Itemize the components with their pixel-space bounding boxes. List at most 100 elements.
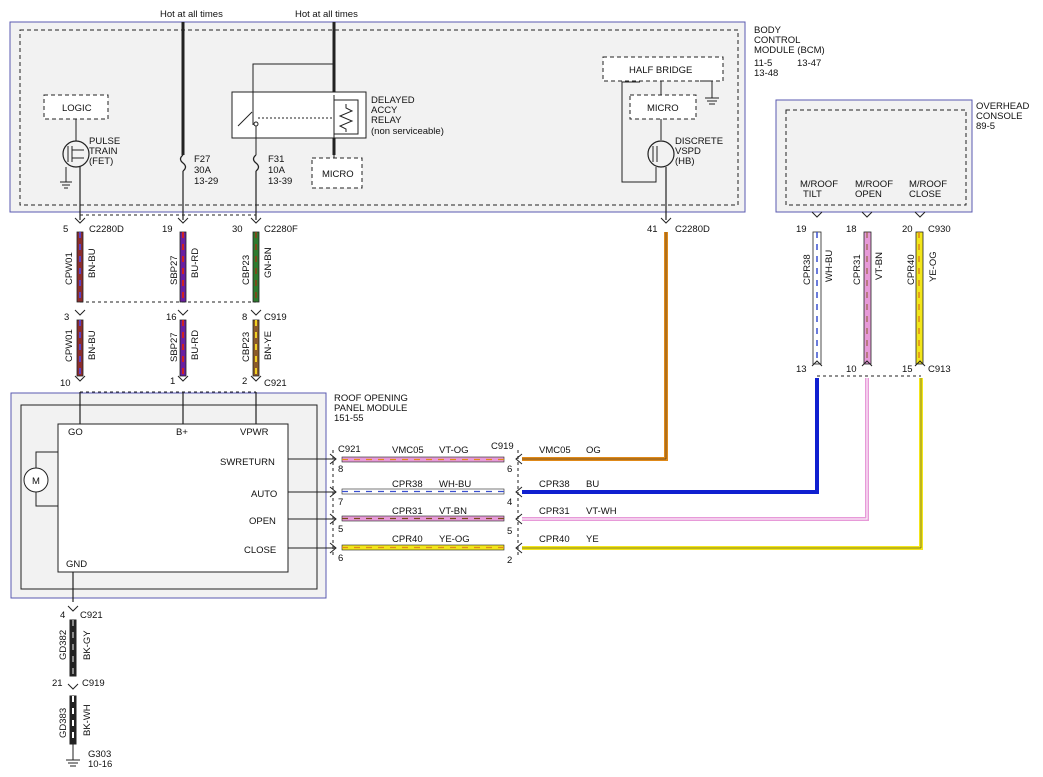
fuse-f27	[179, 154, 187, 172]
conn-c2280d-b: C2280D	[675, 224, 710, 235]
roof-module-inner	[20, 404, 318, 590]
wire-over-3-circuit: CPR40	[906, 254, 917, 285]
wire-segment-middle	[76, 319, 260, 377]
relay-label-2: ACCY	[371, 105, 398, 116]
h3-color-left: VT-BN	[439, 506, 467, 517]
f31-name: F31	[268, 154, 284, 165]
logic-label: LOGIC	[62, 103, 92, 114]
overhead-label-1: OVERHEAD	[976, 101, 1029, 112]
connector-row-bcm	[74, 211, 926, 224]
roof-label-1: ROOF OPENING	[334, 393, 408, 404]
module-connector-arrows	[288, 450, 523, 558]
conn-c921-c: C921	[338, 444, 361, 455]
discrete-label-1: DISCRETE	[675, 136, 723, 147]
wire-over-3-color: YE-OG	[928, 251, 939, 282]
h4-color-left: YE-OG	[439, 534, 470, 545]
gnd-wire-1-circuit: GD382	[58, 630, 69, 660]
overhead-inner-dash	[785, 109, 967, 206]
gnd-wire-2-color: BK-WH	[82, 704, 93, 736]
pin-gnd: GND	[66, 559, 87, 570]
pin-41: 41	[647, 224, 658, 235]
bcm-label-2: CONTROL	[754, 35, 800, 46]
h3-color-right: VT-WH	[586, 506, 617, 517]
roof-module-logic	[57, 423, 289, 573]
pin-g21: 21	[52, 678, 63, 689]
conn-c919-gnd: C919	[82, 678, 105, 689]
conn-c921-b: C921	[264, 378, 287, 389]
pin-s5: 5	[507, 526, 512, 537]
pin-1: 1	[170, 376, 175, 387]
relay-switch	[237, 111, 253, 127]
bcm-label-3: MODULE (BCM)	[754, 45, 825, 56]
pin-20: 20	[902, 224, 913, 235]
micro2-label: MICRO	[647, 103, 679, 114]
relay-feed	[252, 63, 334, 125]
wire-over-2-circuit: CPR31	[852, 254, 863, 285]
pin-bplus: B+	[176, 427, 188, 438]
wire-mid-3-color: BN-YE	[263, 331, 274, 360]
wire-segment-overhead	[811, 231, 926, 377]
logic-box	[43, 94, 109, 120]
connector-row-c919	[74, 309, 262, 316]
moroof-tilt-2: TILT	[803, 189, 822, 200]
bcm-ref-3: 13-48	[754, 68, 778, 79]
pin-10: 10	[60, 378, 71, 389]
h2-circuit-left: CPR38	[392, 479, 423, 490]
half-bridge-gnd-lead	[700, 80, 713, 98]
pin-go: GO	[68, 427, 83, 438]
conn-c2280d-a: C2280D	[89, 224, 124, 235]
wire-top-2-circuit: SBP27	[169, 255, 180, 285]
pulse-label-2: TRAIN	[89, 146, 118, 157]
pulse-label-1: PULSE	[89, 136, 120, 147]
wire-top-3-color: GN-BN	[263, 247, 274, 278]
pin-s4: 4	[507, 497, 512, 508]
bcm-inner-dash	[19, 29, 739, 206]
pin-s6: 6	[507, 464, 512, 475]
relay-label-4: (non serviceable)	[371, 126, 444, 137]
h4-circuit-left: CPR40	[392, 534, 423, 545]
overhead-box	[775, 99, 973, 213]
wire-mid-3-circuit: CBP23	[241, 332, 252, 362]
moroof-close-1: M/ROOF	[909, 179, 947, 190]
motor-label: M	[32, 476, 40, 487]
conn-c913: C913	[928, 364, 951, 375]
connector-row-c921-top	[74, 375, 262, 393]
fuse-f31	[252, 154, 260, 172]
h4-color-right: YE	[586, 534, 599, 545]
moroof-close-2: CLOSE	[909, 189, 941, 200]
micro1-label: MICRO	[322, 169, 354, 180]
discrete-fet-symbol	[647, 140, 675, 168]
pin-r7: 7	[338, 497, 343, 508]
gnd-wire-2-circuit: GD383	[58, 708, 69, 738]
wire-over-1-color: WH-BU	[824, 250, 835, 282]
relay-coil-winding	[338, 104, 354, 132]
wire-over-1-circuit: CPR38	[802, 254, 813, 285]
pin-18: 18	[846, 224, 857, 235]
wire-over-2-color: VT-BN	[874, 252, 885, 280]
f31-ref: 13-39	[268, 176, 292, 187]
f31-amp: 10A	[268, 165, 286, 176]
conn-c919-c: C919	[491, 441, 514, 452]
h1-color-left: VT-OG	[439, 445, 469, 456]
relay-label-3: RELAY	[371, 115, 402, 126]
pin-swreturn: SWRETURN	[220, 457, 275, 468]
pin-10b: 10	[846, 364, 857, 375]
pulse-label-3: (FET)	[89, 156, 113, 167]
pin-2: 2	[242, 376, 247, 387]
conn-c930: C930	[928, 224, 951, 235]
bcm-label-1: BODY	[754, 25, 782, 36]
pin-close: CLOSE	[244, 545, 276, 556]
h4-circuit-right: CPR40	[539, 534, 570, 545]
wire-top-1-color: BN-BU	[87, 248, 98, 278]
pin-r5: 5	[338, 524, 343, 535]
f27-name: F27	[194, 154, 210, 165]
ground-ref: 10-16	[88, 759, 112, 770]
pin-vpwr: VPWR	[240, 427, 269, 438]
ground-name: G303	[88, 749, 111, 760]
motor-symbol	[23, 467, 49, 493]
h3-circuit-right: CPR31	[539, 506, 570, 517]
pin-3: 3	[64, 312, 69, 323]
wire-mid-1-color: BN-BU	[87, 330, 98, 360]
moroof-open-1: M/ROOF	[855, 179, 893, 190]
